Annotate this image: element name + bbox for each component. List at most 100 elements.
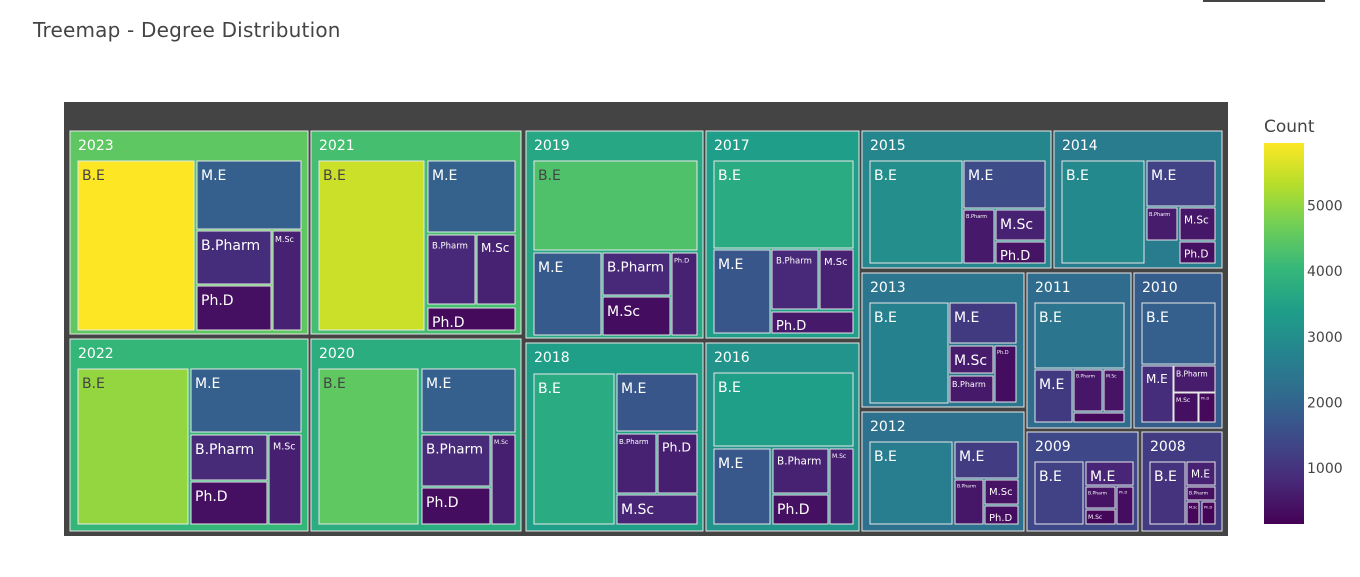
degree-tile-2008-msc[interactable] xyxy=(1186,501,1200,525)
degree-tile-2020-be[interactable] xyxy=(318,368,419,525)
degree-tile-2011-bpharm[interactable] xyxy=(1073,369,1103,412)
degree-tile-2009-be[interactable] xyxy=(1034,461,1084,525)
degree-tile-2021-bpharm[interactable] xyxy=(427,234,476,305)
degree-tile-2011-phd[interactable] xyxy=(1073,412,1125,423)
degree-tile-2009-me[interactable] xyxy=(1085,461,1134,486)
degree-tile-2010-me[interactable] xyxy=(1141,365,1174,423)
degree-tile-2016-me[interactable] xyxy=(713,448,771,525)
degree-tile-2019-msc[interactable] xyxy=(602,296,671,336)
degree-tile-2017-be[interactable] xyxy=(713,160,854,249)
degree-tile-2022-phd[interactable] xyxy=(190,481,268,525)
degree-tile-2017-phd[interactable] xyxy=(771,311,854,334)
degree-tile-2012-me[interactable] xyxy=(954,441,1019,479)
degree-tile-2013-bpharm[interactable] xyxy=(949,375,994,403)
degree-tile-2020-phd[interactable] xyxy=(421,487,491,525)
degree-tile-2023-msc[interactable] xyxy=(272,230,302,331)
degree-tile-2023-me[interactable] xyxy=(196,160,302,230)
degree-tile-2021-be[interactable] xyxy=(318,160,425,331)
degree-tile-2013-phd[interactable] xyxy=(994,345,1017,403)
degree-tile-2010-phd[interactable] xyxy=(1198,392,1216,423)
degree-tile-2009-phd[interactable] xyxy=(1116,486,1134,525)
degree-tile-2014-phd[interactable] xyxy=(1179,241,1216,264)
degree-tile-2019-me[interactable] xyxy=(533,252,602,336)
degree-tile-2021-phd[interactable] xyxy=(427,307,516,331)
degree-tile-2017-msc[interactable] xyxy=(819,249,854,310)
degree-tile-2019-phd[interactable] xyxy=(671,252,698,336)
degree-tile-2021-msc[interactable] xyxy=(476,234,516,305)
degree-tile-2011-be[interactable] xyxy=(1034,302,1125,369)
degree-tile-2015-be[interactable] xyxy=(869,160,963,264)
degree-tile-2016-msc[interactable] xyxy=(829,448,854,525)
degree-tile-2013-msc[interactable] xyxy=(949,345,994,374)
colorbar-tick-label: 2000 xyxy=(1307,395,1343,411)
degree-tile-2023-be[interactable] xyxy=(77,160,195,331)
degree-tile-2020-bpharm[interactable] xyxy=(421,434,491,487)
degree-tile-2015-me[interactable] xyxy=(963,160,1046,209)
degree-tile-2010-be[interactable] xyxy=(1141,302,1216,365)
degree-tile-2009-msc[interactable] xyxy=(1085,509,1116,525)
degree-tile-2018-be[interactable] xyxy=(533,373,615,525)
degree-tile-2017-bpharm[interactable] xyxy=(771,249,819,310)
degree-tile-2012-msc[interactable] xyxy=(984,479,1019,505)
degree-tile-2013-me[interactable] xyxy=(949,302,1017,344)
degree-tile-2018-me[interactable] xyxy=(616,373,698,432)
degree-tile-2008-bpharm[interactable] xyxy=(1186,486,1216,501)
degree-tile-2023-bpharm[interactable] xyxy=(196,230,272,285)
degree-tile-2010-bpharm[interactable] xyxy=(1173,365,1216,393)
degree-tile-2014-me[interactable] xyxy=(1146,160,1216,207)
degree-tile-2016-bpharm[interactable] xyxy=(772,448,829,494)
degree-tile-2008-be[interactable] xyxy=(1149,461,1186,525)
degree-tile-2014-bpharm[interactable] xyxy=(1146,207,1178,241)
degree-tile-2008-phd[interactable] xyxy=(1201,501,1216,525)
degree-tile-2022-be[interactable] xyxy=(77,368,189,525)
degree-tile-2015-msc[interactable] xyxy=(995,209,1046,241)
degree-tile-2018-phd[interactable] xyxy=(657,433,698,494)
degree-tile-2021-me[interactable] xyxy=(427,160,516,233)
degree-tile-2010-msc[interactable] xyxy=(1173,392,1199,423)
degree-tile-2016-be[interactable] xyxy=(713,372,854,447)
degree-tile-2015-phd[interactable] xyxy=(995,241,1046,264)
degree-tile-2015-bpharm[interactable] xyxy=(963,209,995,264)
degree-tile-2008-me[interactable] xyxy=(1186,461,1216,486)
degree-tile-2017-me[interactable] xyxy=(713,249,771,334)
colorbar-tick-label: 4000 xyxy=(1307,264,1343,280)
degree-tile-2020-me[interactable] xyxy=(421,368,516,433)
degree-tile-2022-me[interactable] xyxy=(190,368,302,433)
degree-tile-2011-me[interactable] xyxy=(1034,369,1073,423)
degree-tile-2009-bpharm[interactable] xyxy=(1085,486,1116,509)
degree-tile-2014-be[interactable] xyxy=(1061,160,1145,264)
colorbar-gradient xyxy=(1264,143,1304,524)
degree-tile-2013-be[interactable] xyxy=(869,302,949,404)
degree-tile-2011-msc[interactable] xyxy=(1103,369,1125,412)
degree-tile-2022-bpharm[interactable] xyxy=(190,434,268,481)
degree-tile-2023-phd[interactable] xyxy=(196,285,272,331)
degree-tile-2020-msc[interactable] xyxy=(491,434,516,525)
degree-tile-2012-bpharm[interactable] xyxy=(954,479,984,525)
degree-tile-2018-msc[interactable] xyxy=(616,494,698,525)
degree-tile-2016-phd[interactable] xyxy=(772,494,829,525)
degree-tile-2012-phd[interactable] xyxy=(984,505,1019,525)
degree-tile-2019-be[interactable] xyxy=(533,160,698,251)
degree-tile-2012-be[interactable] xyxy=(869,441,953,525)
degree-tile-2014-msc[interactable] xyxy=(1179,207,1216,241)
degree-tile-2018-bpharm[interactable] xyxy=(616,433,657,494)
degree-tile-2019-bpharm[interactable] xyxy=(602,252,671,296)
degree-tile-2022-msc[interactable] xyxy=(268,434,302,525)
